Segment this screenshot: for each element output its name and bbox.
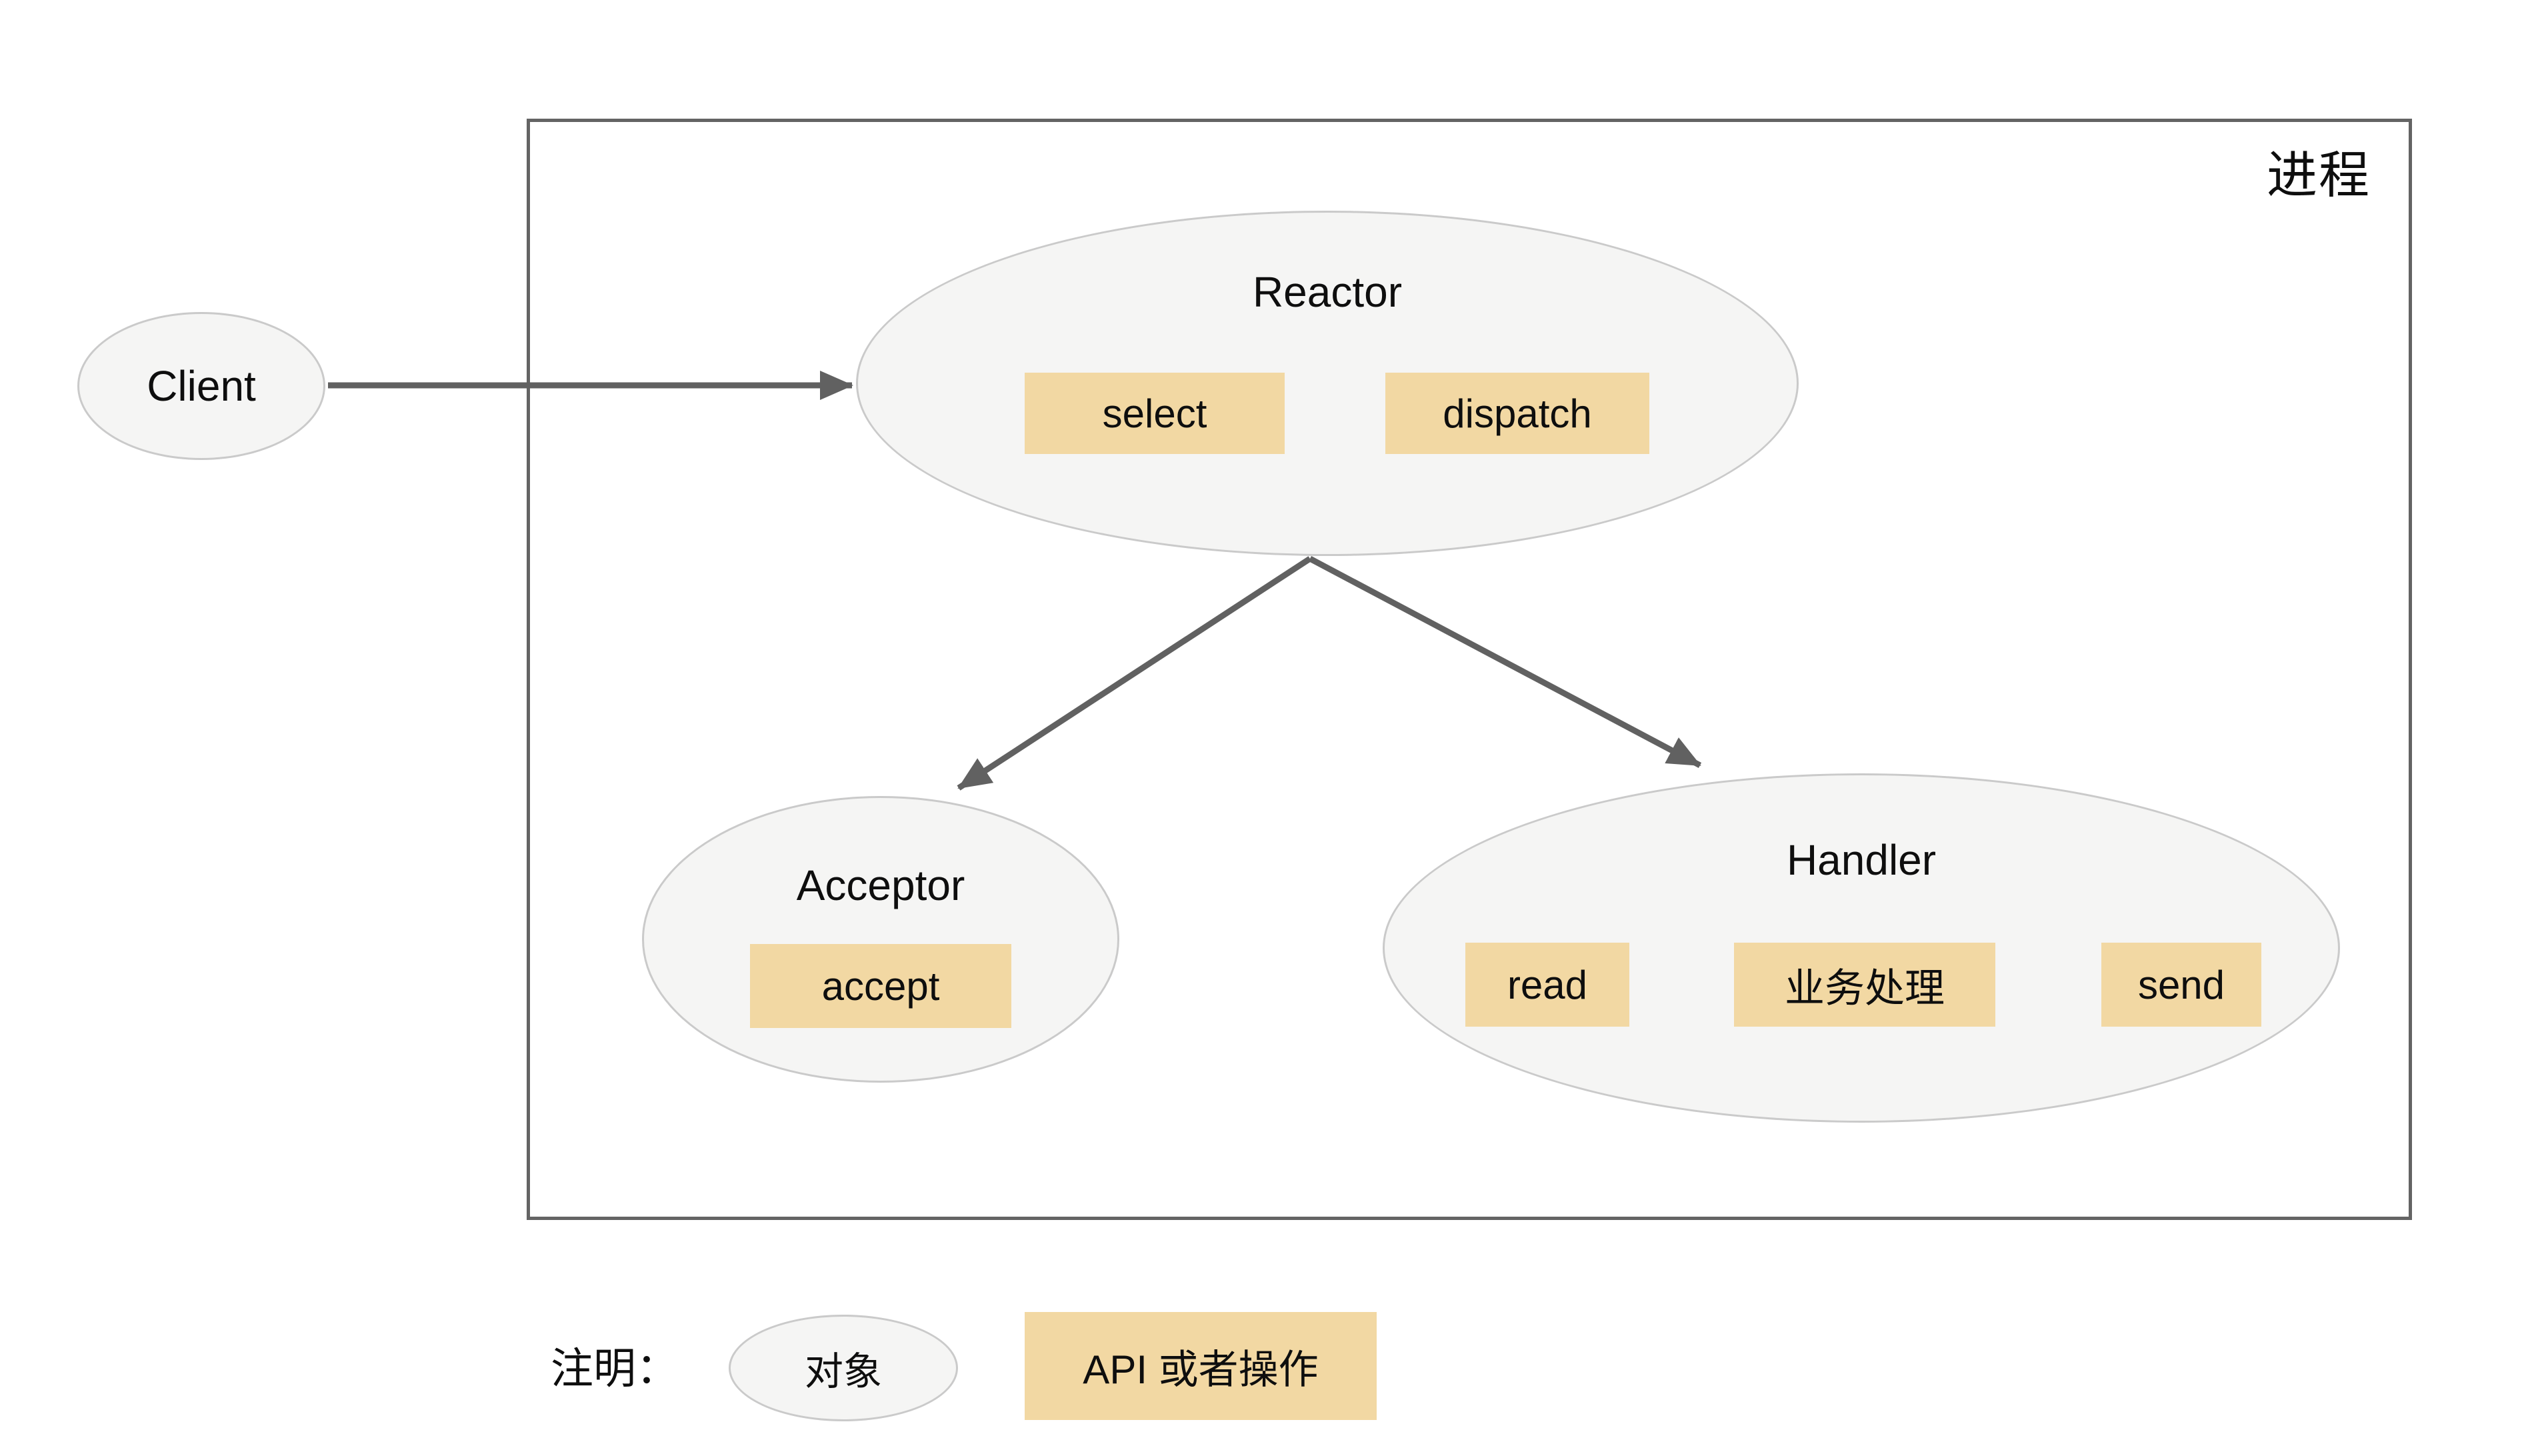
legend-object-label: 对象 xyxy=(804,1350,882,1393)
dispatch-op-label: dispatch xyxy=(1443,391,1592,436)
legend-caption: 注明： xyxy=(551,1345,679,1393)
legend-object-ellipse: 对象 xyxy=(729,1315,958,1421)
send-op-label: send xyxy=(2137,962,2225,1007)
select-op-box: select xyxy=(1025,373,1285,454)
read-op-box: read xyxy=(1465,943,1629,1027)
acceptor-node: Acceptor xyxy=(642,796,1119,1083)
accept-op-box: accept xyxy=(750,944,1011,1028)
client-label: Client xyxy=(147,362,256,410)
business-process-op-box: 业务处理 xyxy=(1734,943,1995,1027)
acceptor-title: Acceptor xyxy=(796,861,965,909)
reactor-title: Reactor xyxy=(1252,268,1403,316)
legend-api-label: API 或者操作 xyxy=(1083,1347,1319,1392)
dispatch-op-box: dispatch xyxy=(1385,373,1649,454)
handler-title: Handler xyxy=(1786,836,1937,884)
legend-api-box: API 或者操作 xyxy=(1025,1312,1377,1420)
client-node: Client xyxy=(77,312,325,460)
accept-op-label: accept xyxy=(821,963,940,1009)
read-op-label: read xyxy=(1507,962,1588,1007)
send-op-box: send xyxy=(2101,943,2261,1027)
process-label: 进程 xyxy=(2267,147,2371,204)
reactor-node: Reactor xyxy=(856,211,1799,556)
business-process-op-label: 业务处理 xyxy=(1785,965,1945,1011)
select-op-label: select xyxy=(1102,391,1207,436)
process-boundary-box xyxy=(527,119,2412,1220)
